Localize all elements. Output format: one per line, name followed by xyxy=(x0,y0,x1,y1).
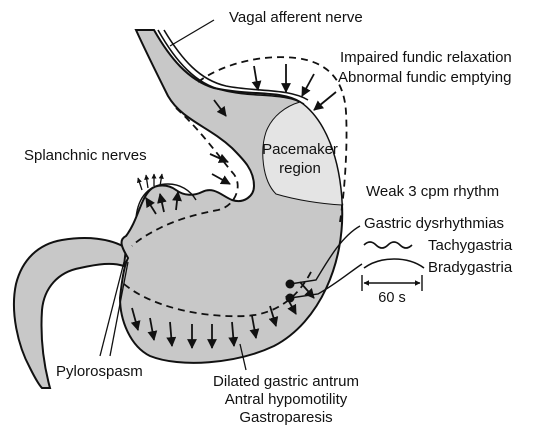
label-impaired-fundic-relaxation: Impaired fundic relaxation xyxy=(340,49,512,66)
bradygastria-wave-icon xyxy=(364,259,424,268)
label-dilated-antrum: Dilated gastric antrum xyxy=(213,373,359,390)
label-gastric-dysrhythmias: Gastric dysrhythmias xyxy=(364,215,504,232)
label-splanchnic-nerves: Splanchnic nerves xyxy=(24,147,147,164)
label-abnormal-fundic-emptying: Abnormal fundic emptying xyxy=(338,69,511,86)
label-time-scale: 60 s xyxy=(378,290,405,306)
label-tachygastria: Tachygastria xyxy=(428,237,513,254)
label-vagal-afferent-nerve: Vagal afferent nerve xyxy=(229,9,363,26)
label-pacemaker-line1: Pacemaker xyxy=(262,141,338,158)
label-pylorospasm: Pylorospasm xyxy=(56,363,143,380)
label-weak-rhythm: Weak 3 cpm rhythm xyxy=(366,183,499,200)
label-gastroparesis: Gastroparesis xyxy=(239,409,332,425)
label-antral-hypomotility: Antral hypomotility xyxy=(225,391,348,408)
label-pacemaker-line2: region xyxy=(279,160,321,177)
label-bradygastria: Bradygastria xyxy=(428,259,513,276)
tachygastria-wave-icon xyxy=(364,242,412,248)
time-scale-bar xyxy=(362,275,422,291)
